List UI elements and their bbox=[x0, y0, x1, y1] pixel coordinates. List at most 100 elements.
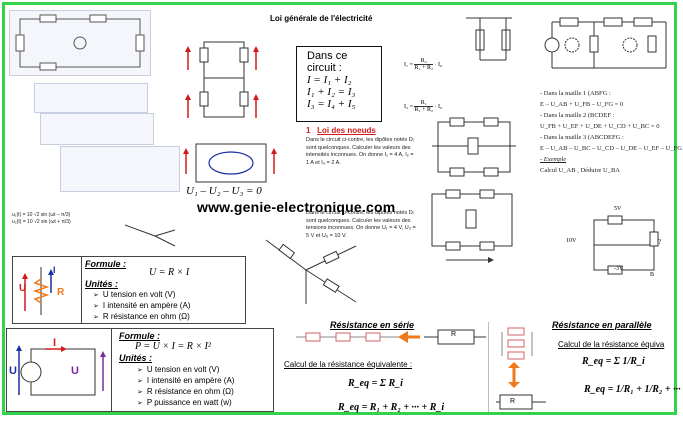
divider-eq-1-left: I₁ = bbox=[404, 61, 413, 68]
ohm-law-box: U I R Formule : U = R × I Unités : ➢U te… bbox=[12, 256, 246, 324]
divider-circuit bbox=[466, 17, 512, 61]
series-resistor-label: R bbox=[451, 331, 457, 338]
series-subtitle: Calcul de la résistance équivalente : bbox=[284, 360, 413, 369]
mesh-line-6: E – U_AB – U_BC – U_CD – U_DE – U_EF – U… bbox=[540, 145, 682, 152]
page-title: Loi générale de l'électricité bbox=[270, 14, 373, 23]
example-node: B bbox=[650, 272, 655, 278]
divider-eq-1-right: · I₀ bbox=[434, 61, 443, 68]
sinus-line-1: u₁(t) = 10 √2 sin (ωt – π/3) bbox=[12, 212, 71, 218]
loop-equation: U₁ – U₂ – U₃ = 0 bbox=[186, 185, 262, 197]
mesh-line-5: - Dans la maille 3 (ABCDEFG : bbox=[540, 134, 624, 141]
divider-eq-2-right: · I₀ bbox=[434, 103, 443, 110]
divider-eq-2-left: I₂ = bbox=[404, 103, 413, 110]
thumbnail-circuit-2 bbox=[34, 83, 148, 113]
ohm-unit-2: ➢I intensité en ampère (A) bbox=[93, 301, 191, 310]
example-circuit bbox=[593, 215, 659, 275]
section-heading: 1 Loi des noeuds bbox=[306, 126, 376, 135]
thumbnail-circuit-4 bbox=[60, 146, 180, 192]
divider-eq-2-num: R₁ bbox=[414, 100, 434, 107]
node-law-text: Dans le circuit ci-contre, les dipôles n… bbox=[306, 137, 414, 166]
star-circuit bbox=[265, 239, 357, 304]
ohm-formula: U = R × I bbox=[149, 267, 190, 278]
mesh-line-1: - Dans la maille 1 (ABFG : bbox=[540, 90, 611, 97]
power-divider bbox=[111, 329, 112, 411]
divider-eq-1-den: R₁ + R₂ bbox=[414, 65, 434, 71]
power-unit-1: ➢U tension en volt (V) bbox=[137, 365, 220, 374]
power-unit-3: ➢R résistance en ohm (Ω) bbox=[137, 387, 234, 396]
ohm-unit-1: ➢U tension en volt (V) bbox=[93, 290, 176, 299]
divider-eq-1-num: R₂ bbox=[414, 58, 434, 65]
box-line-3: I = I₁ + I₂ bbox=[307, 74, 352, 86]
power-label-i: I bbox=[53, 337, 57, 349]
node-law-circuit bbox=[185, 41, 259, 118]
power-unit-1-text: U tension en volt (V) bbox=[146, 365, 220, 374]
node-law-box: Dans ce circuit : I = I₁ + I₂ I₁ + I₂ = … bbox=[296, 46, 382, 122]
power-units-label: Unités : bbox=[119, 353, 153, 363]
series-title: Résistance en série bbox=[330, 320, 415, 330]
thumbnail-circuit-1 bbox=[9, 10, 151, 76]
ohm-unit-2-text: I intensité en ampère (A) bbox=[102, 301, 191, 310]
ohm-schematic bbox=[22, 267, 54, 315]
parallel-schematic bbox=[496, 327, 546, 410]
divider-eq-2-den: R₁ + R₂ bbox=[414, 107, 434, 113]
loop-circuit bbox=[183, 143, 277, 183]
mesh-line-8: Calcul U_AB , Déduire U_BA bbox=[540, 167, 620, 174]
parallel-formula-line: R_eq = 1/R₁ + 1/R₂ + ··· bbox=[584, 384, 681, 395]
power-unit-4-text: P puissance en watt (w) bbox=[146, 398, 232, 407]
section-divider bbox=[488, 322, 489, 412]
dipole-circuit-1 bbox=[432, 117, 516, 177]
parallel-resistor-label: R bbox=[510, 398, 516, 405]
box-line-4: I₁ + I₂ = I₃ bbox=[307, 86, 356, 98]
mesh-circuit bbox=[544, 17, 667, 69]
box-line-2: circuit : bbox=[307, 62, 342, 74]
power-unit-4: ➢P puissance en watt (w) bbox=[137, 398, 232, 407]
ohm-divider bbox=[81, 257, 82, 323]
power-formula-label: Formule : bbox=[119, 331, 161, 341]
green-frame bbox=[2, 2, 677, 415]
parallel-formula-sum: R_eq = Σ 1/R_i bbox=[582, 356, 645, 367]
site-url[interactable]: www.genie-electronique.com bbox=[197, 199, 396, 215]
parallel-title: Résistance en parallèle bbox=[552, 320, 652, 330]
mesh-line-2: E – U_AB + U_FB – U_FG = 0 bbox=[540, 101, 624, 108]
example-v3: -3V bbox=[614, 266, 624, 272]
thumbnail-circuit-3 bbox=[40, 113, 154, 145]
mesh-law-text: Dans le circuit ci-contre, les dipôles n… bbox=[306, 210, 416, 239]
divider-eq-1: I₁ = R₂ R₁ + R₂ · I₀ bbox=[404, 58, 442, 71]
ohm-label-r: R bbox=[57, 287, 65, 298]
power-schematic bbox=[16, 345, 106, 396]
section-title: Loi des noeuds bbox=[317, 126, 376, 135]
box-line-5: I₃ = I₄ + I₅ bbox=[307, 98, 356, 110]
ohm-label-i: I bbox=[53, 265, 56, 275]
power-formula: P = U × I = R × I² bbox=[135, 341, 211, 352]
sinus-line-2: u₂(t) = 10 √2 sin (ωt + π/3) bbox=[12, 219, 71, 225]
power-unit-2: ➢I intensité en ampère (A) bbox=[137, 376, 235, 385]
divider-eq-2: I₂ = R₁ R₁ + R₂ · I₀ bbox=[404, 100, 442, 113]
ohm-unit-3: ➢R résistance en ohm (Ω) bbox=[93, 312, 190, 321]
example-question: ? bbox=[658, 238, 662, 246]
box-line-1: Dans ce bbox=[307, 50, 348, 62]
dipole-circuit-2 bbox=[431, 189, 513, 263]
ohm-unit-3-text: R résistance en ohm (Ω) bbox=[102, 312, 190, 321]
ohm-unit-1-text: U tension en volt (V) bbox=[102, 290, 176, 299]
mesh-law-lines: - Dans la maille 1 (ABFG : E – U_AB + U_… bbox=[540, 88, 682, 176]
example-v1: 5V bbox=[614, 206, 622, 212]
ohm-label-u: U bbox=[19, 283, 27, 294]
mesh-line-3: - Dans la maille 2 (BCDEF : bbox=[540, 112, 615, 119]
example-v2: 10V bbox=[566, 238, 577, 244]
series-formula-line: R_eq = R₁ + R₂ + ··· + R_i bbox=[338, 402, 445, 413]
mesh-line-4: U_FB + U_EF + U_DE + U_CD + U_BC = 0 bbox=[540, 123, 660, 130]
power-unit-3-text: R résistance en ohm (Ω) bbox=[146, 387, 234, 396]
series-schematic bbox=[296, 329, 486, 345]
ohm-units-label: Unités : bbox=[85, 279, 119, 289]
power-law-box: U I U Formule : P = U × I = R × I² Unité… bbox=[6, 328, 274, 412]
mesh-line-7: - Exemple bbox=[540, 156, 567, 163]
power-label-u-left: U bbox=[9, 365, 17, 377]
power-label-u-right: U bbox=[71, 365, 79, 377]
phasor-diagram bbox=[124, 224, 176, 247]
ohm-formula-label: Formule : bbox=[85, 259, 127, 269]
power-unit-2-text: I intensité en ampère (A) bbox=[146, 376, 235, 385]
series-formula-sum: R_eq = Σ R_i bbox=[348, 378, 403, 389]
parallel-subtitle: Calcul de la résistance équiva bbox=[558, 340, 665, 349]
section-number: 1 bbox=[306, 126, 311, 135]
